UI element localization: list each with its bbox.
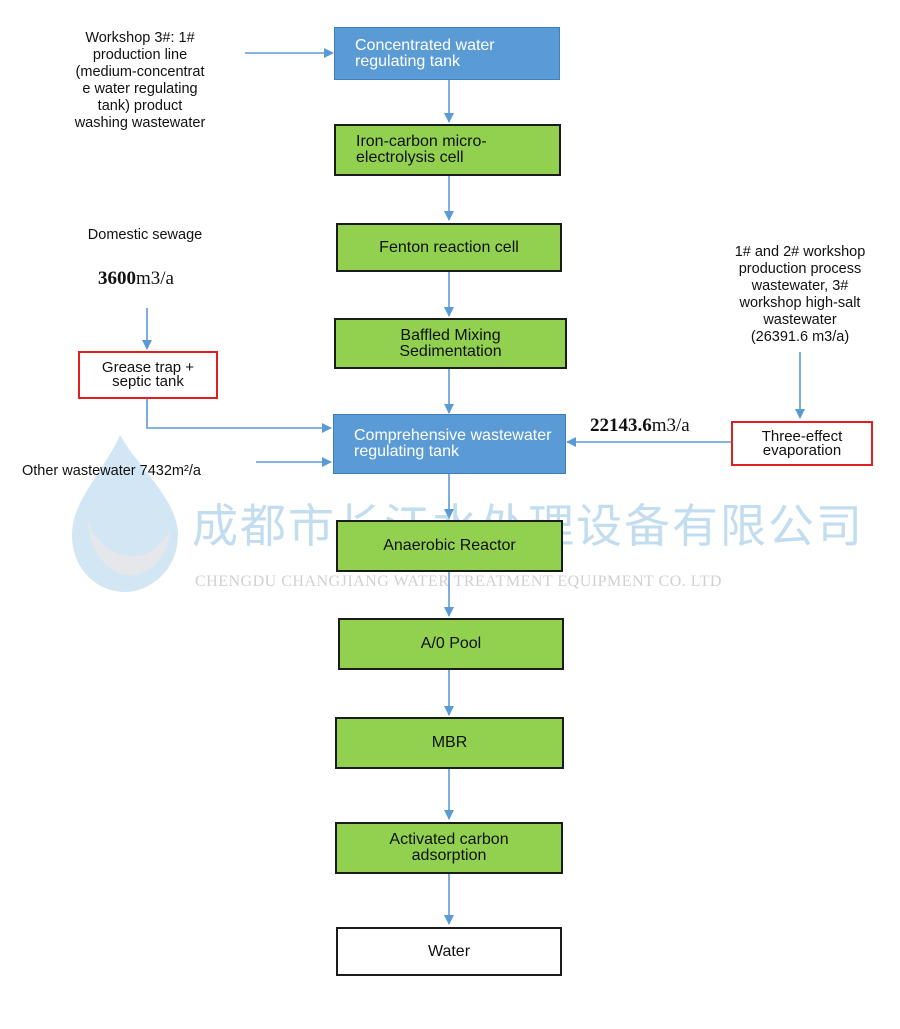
comprehensive-wastewater-tank-box: Comprehensive wastewater regulating tank	[333, 414, 566, 474]
workshop3-wastewater-label: Workshop 3#: 1# production line (medium-…	[74, 30, 206, 131]
arrow-grease-to-comprehensive	[146, 399, 332, 433]
watermark-company-en: CHENGDU CHANGJIANG WATER TREATMENT EQUIP…	[195, 573, 722, 590]
mbr-box: MBR	[335, 717, 564, 769]
anaerobic-reactor-box: Anaerobic Reactor	[336, 520, 563, 572]
fenton-reaction-cell-box: Fenton reaction cell	[336, 223, 562, 272]
baffled-mixing-sedimentation-box: Baffled Mixing Sedimentation	[334, 318, 567, 369]
water-output-box: Water	[336, 927, 562, 976]
activated-carbon-adsorption-box: Activated carbon adsorption	[335, 822, 563, 874]
iron-carbon-cell-box: Iron-carbon micro- electrolysis cell	[334, 124, 561, 176]
domestic-flow-label: 3600m3/a	[98, 268, 174, 289]
three-effect-evaporation-box: Three-effect evaporation	[731, 421, 873, 466]
concentrated-water-tank-box: Concentrated water regulating tank	[334, 27, 560, 80]
domestic-sewage-label: Domestic sewage	[87, 227, 203, 243]
evaporation-flow-label: 22143.6m3/a	[590, 415, 690, 436]
watermark-drop-logo	[72, 435, 178, 592]
workshops-1-2-wastewater-label: 1# and 2# workshop production process wa…	[734, 244, 866, 345]
ao-pool-box: A/0 Pool	[338, 618, 564, 670]
other-wastewater-label: Other wastewater 7432m²/a	[22, 463, 201, 479]
grease-trap-septic-tank-box: Grease trap + septic tank	[78, 351, 218, 399]
